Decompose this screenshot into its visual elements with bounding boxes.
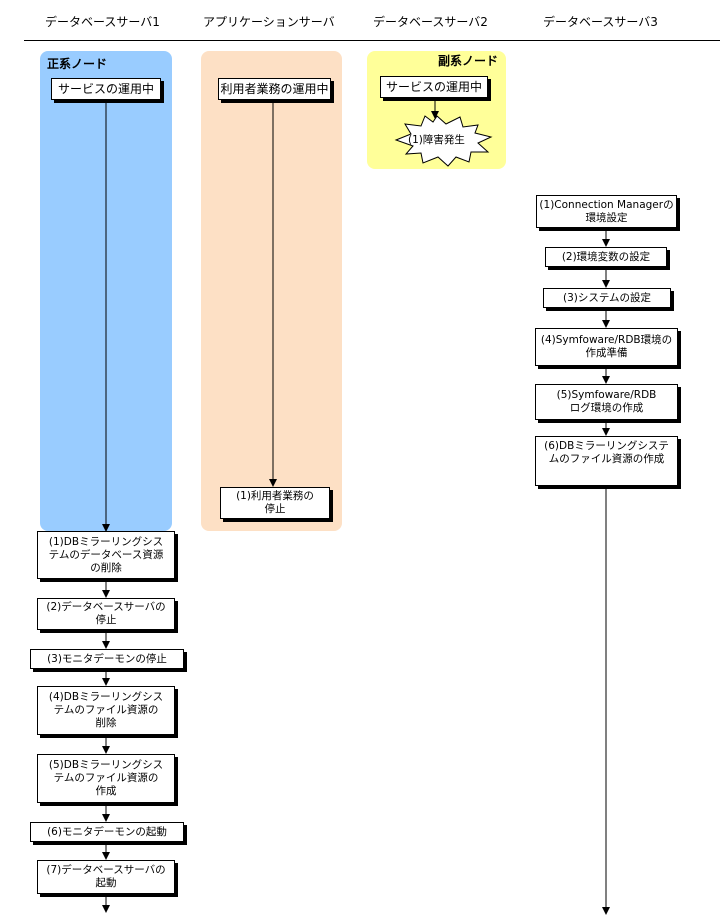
db3-step-6-box: (6)DBミラーリングシステ ムのファイル資源の作成: [535, 436, 678, 486]
db1-step-7-box: (7)データベースサーバの 起動: [37, 860, 175, 894]
primary-node-label: 正系ノード: [47, 57, 108, 71]
db1-step-5-box: (5)DBミラーリングシス テムのファイル資源の 作成: [37, 754, 175, 803]
failure-burst-shape: [394, 115, 493, 167]
app-server-panel: [201, 51, 342, 531]
db3-step-5-box: (5)Symfoware/RDB ログ環境の作成: [535, 384, 678, 420]
db1-step-6-box: (6)モニタデーモンの起動: [30, 822, 184, 842]
db3-step-1-box: (1)Connection Managerの 環境設定: [536, 195, 677, 228]
db1-service-running-box: サービスの運用中: [51, 78, 161, 100]
db3-step-2-box: (2)環境変数の設定: [545, 247, 667, 267]
db3-step-3-box: (3)システムの設定: [543, 288, 671, 308]
db3-step-4-box: (4)Symfoware/RDB環境の 作成準備: [535, 328, 678, 366]
secondary-node-label: 副系ノード: [438, 54, 499, 68]
db1-step-4-box: (4)DBミラーリングシス テムのファイル資源の 削除: [37, 686, 175, 735]
app-stop-box: (1)利用者業務の 停止: [220, 487, 330, 519]
db2-failure-label: (1)障害発生: [408, 134, 465, 146]
header-db-server-1: データベースサーバ1: [45, 15, 160, 29]
header-db-server-3: データベースサーバ3: [543, 15, 658, 29]
header-db-server-2: データベースサーバ2: [373, 15, 488, 29]
db1-step-3-box: (3)モニタデーモンの停止: [30, 649, 184, 669]
header-divider: [24, 40, 720, 41]
db1-step-2-box: (2)データベースサーバの 停止: [37, 598, 175, 630]
db2-service-running-box: サービスの運用中: [380, 76, 488, 98]
app-running-box: 利用者業務の運用中: [218, 78, 331, 100]
header-app-server: アプリケーションサーバ: [203, 15, 335, 29]
db1-step-1-box: (1)DBミラーリングシス テムのデータベース資源 の削除: [37, 531, 175, 579]
